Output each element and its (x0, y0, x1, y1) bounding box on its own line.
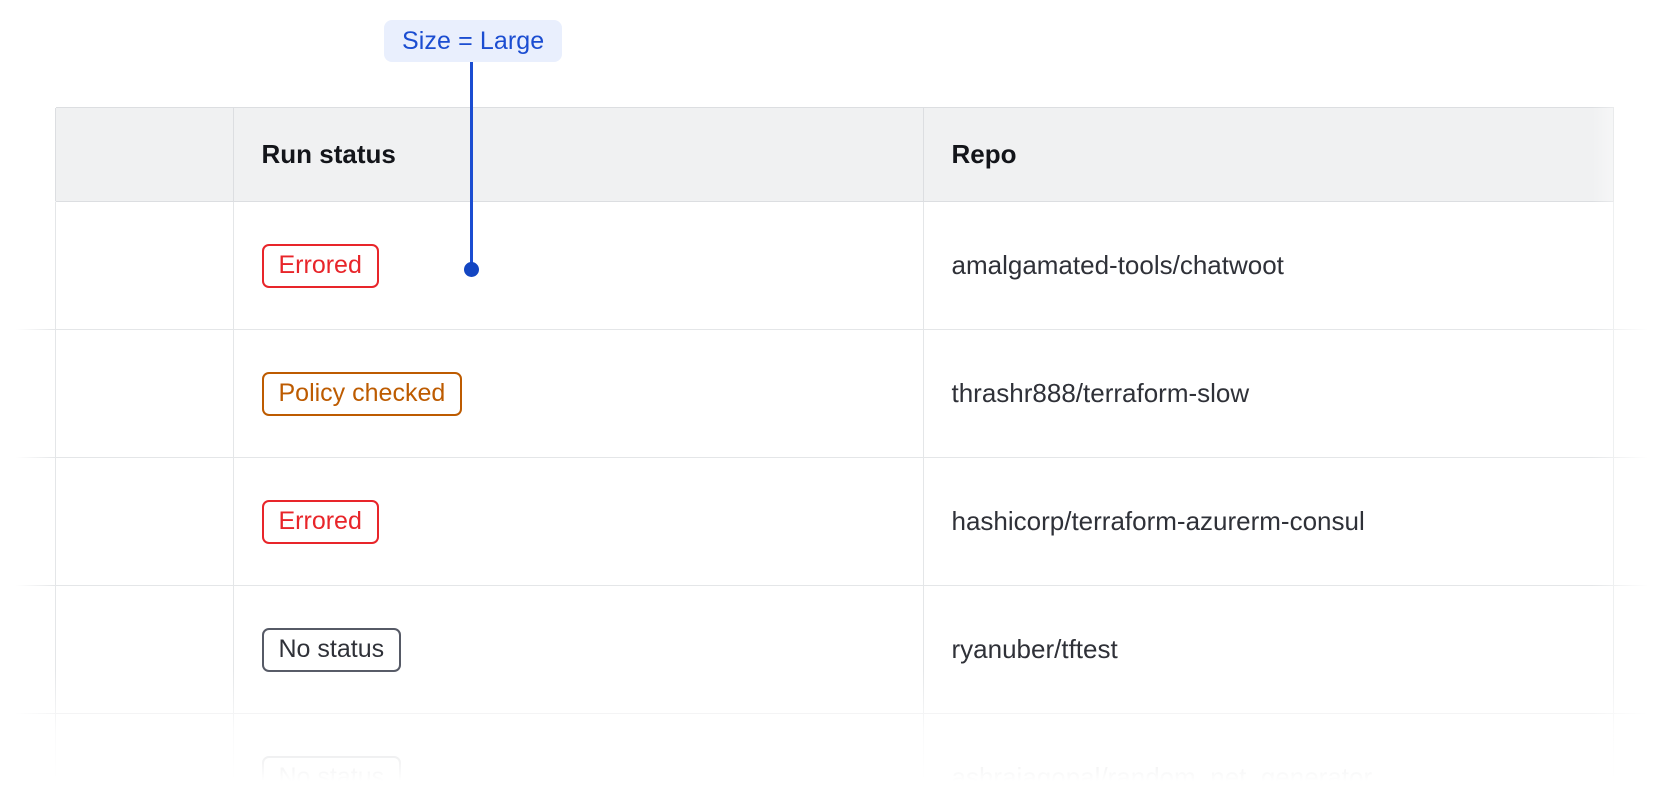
row-blank-cell (54, 713, 233, 788)
row-blank-cell (54, 457, 233, 586)
table-row[interactable]: Errored hashicorp/terraform-azurerm-cons… (0, 457, 1672, 586)
run-status-cell: Policy checked (232, 329, 923, 458)
runs-table: Run status Repo Errored amalgamated-tool… (0, 107, 1672, 788)
row-blank-cell (54, 585, 233, 714)
table-header-row: Run status Repo (0, 107, 1672, 202)
row-tail-cell (1612, 585, 1672, 714)
row-spacer-cell (0, 585, 55, 714)
row-tail-cell (1612, 201, 1672, 330)
repo-cell: ryanuber/tftest (922, 585, 1613, 714)
header-tail-column (1612, 107, 1672, 202)
status-badge[interactable]: Errored (261, 243, 379, 288)
status-badge[interactable]: No status (261, 755, 402, 788)
repo-name: amalgamated-tools/chatwoot (951, 250, 1284, 280)
row-spacer-cell (0, 329, 55, 458)
status-badge[interactable]: Policy checked (261, 371, 463, 416)
repo-cell: amalgamated-tools/chatwoot (922, 201, 1613, 330)
table-header: Run status Repo (0, 107, 1672, 202)
row-blank-cell (54, 329, 233, 458)
row-tail-cell (1612, 457, 1672, 586)
run-status-cell: Errored (232, 201, 923, 330)
table-row[interactable]: Policy checked thrashr888/terraform-slow (0, 329, 1672, 458)
status-badge[interactable]: No status (261, 627, 402, 672)
row-tail-cell (1612, 329, 1672, 458)
table-row[interactable]: No status ashrajagopal/random_net_genera… (0, 713, 1672, 788)
run-status-cell: No status (232, 585, 923, 714)
header-repo[interactable]: Repo (922, 107, 1613, 202)
annotation-connector-line (470, 62, 473, 267)
header-blank-column (54, 107, 233, 202)
run-status-cell: Errored (232, 457, 923, 586)
row-spacer-cell (0, 201, 55, 330)
repo-name: ryanuber/tftest (951, 634, 1118, 664)
repo-name: thrashr888/terraform-slow (951, 378, 1250, 408)
header-run-status[interactable]: Run status (232, 107, 923, 202)
repo-cell: hashicorp/terraform-azurerm-consul (922, 457, 1613, 586)
size-annotation-badge[interactable]: Size = Large (384, 20, 563, 62)
run-status-cell: No status (232, 713, 923, 788)
run-status-table-container: Run status Repo Errored amalgamated-tool… (0, 107, 1672, 788)
header-spacer (0, 108, 55, 202)
row-blank-cell (54, 201, 233, 330)
row-tail-cell (1612, 713, 1672, 788)
repo-name: hashicorp/terraform-azurerm-consul (951, 506, 1365, 536)
annotation-endpoint-dot (464, 262, 479, 277)
repo-cell: ashrajagopal/random_net_generator (922, 713, 1613, 788)
repo-cell: thrashr888/terraform-slow (922, 329, 1613, 458)
table-body: Errored amalgamated-tools/chatwoot Polic… (0, 201, 1672, 788)
repo-name: ashrajagopal/random_net_generator (951, 762, 1373, 788)
status-badge[interactable]: Errored (261, 499, 379, 544)
row-spacer-cell (0, 457, 55, 586)
table-row[interactable]: No status ryanuber/tftest (0, 585, 1672, 714)
row-spacer-cell (0, 713, 55, 788)
table-row[interactable]: Errored amalgamated-tools/chatwoot (0, 201, 1672, 330)
